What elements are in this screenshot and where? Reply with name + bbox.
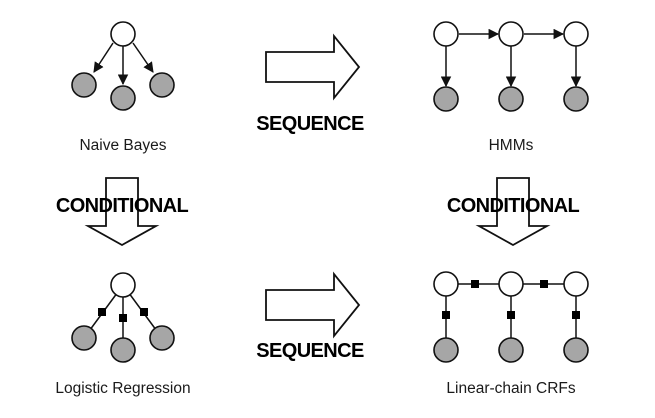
lr-feature-node-3 — [149, 325, 175, 351]
hmm-state-node-2 — [498, 21, 524, 47]
hmm-state-node-3 — [563, 21, 589, 47]
sequence-text-top: SEQUENCE — [256, 113, 364, 135]
edge-nb-3 — [132, 42, 154, 73]
nb-feature-node-2 — [110, 85, 136, 111]
lr-factor-1 — [98, 308, 106, 316]
sequence-arrow-bottom — [265, 271, 361, 339]
hmm-state-node-1 — [433, 21, 459, 47]
conditional-text-right: CONDITIONAL — [447, 195, 580, 217]
lr-factor-3 — [140, 308, 148, 316]
label-logistic-regression: Logistic Regression — [55, 380, 190, 397]
conditional-arrow-right — [475, 177, 551, 247]
crf-obs-node-3 — [563, 337, 589, 363]
crf-state-node-2 — [498, 271, 524, 297]
nb-feature-node-1 — [71, 72, 97, 98]
lr-feature-node-2 — [110, 337, 136, 363]
lr-factor-2 — [119, 314, 127, 322]
hmm-obs-node-2 — [498, 86, 524, 112]
crf-obs-node-2 — [498, 337, 524, 363]
lr-feature-node-1 — [71, 325, 97, 351]
crf-factor-v2 — [507, 311, 515, 319]
label-naive-bayes: Naive Bayes — [79, 137, 166, 154]
conditional-arrow-left — [84, 177, 160, 247]
linear-chain-crf-graph — [433, 271, 589, 363]
lr-class-node — [110, 272, 136, 298]
nb-feature-node-3 — [149, 72, 175, 98]
sequence-arrow-top — [265, 33, 361, 101]
crf-factor-h1 — [471, 280, 479, 288]
sequence-text-bottom: SEQUENCE — [256, 340, 364, 362]
crf-factor-h2 — [540, 280, 548, 288]
crf-state-node-1 — [433, 271, 459, 297]
hmm-obs-node-1 — [433, 86, 459, 112]
label-linear-chain-crfs: Linear-chain CRFs — [446, 380, 575, 397]
hmm-obs-node-3 — [563, 86, 589, 112]
hmm-graph — [433, 21, 589, 112]
naive-bayes-graph — [71, 21, 175, 111]
conditional-text-left: CONDITIONAL — [56, 195, 189, 217]
crf-factor-v1 — [442, 311, 450, 319]
crf-factor-v3 — [572, 311, 580, 319]
logistic-regression-graph — [71, 272, 175, 363]
label-hmms: HMMs — [489, 137, 534, 154]
nb-class-node — [110, 21, 136, 47]
edge-nb-1 — [93, 42, 114, 73]
crf-obs-node-1 — [433, 337, 459, 363]
crf-state-node-3 — [563, 271, 589, 297]
